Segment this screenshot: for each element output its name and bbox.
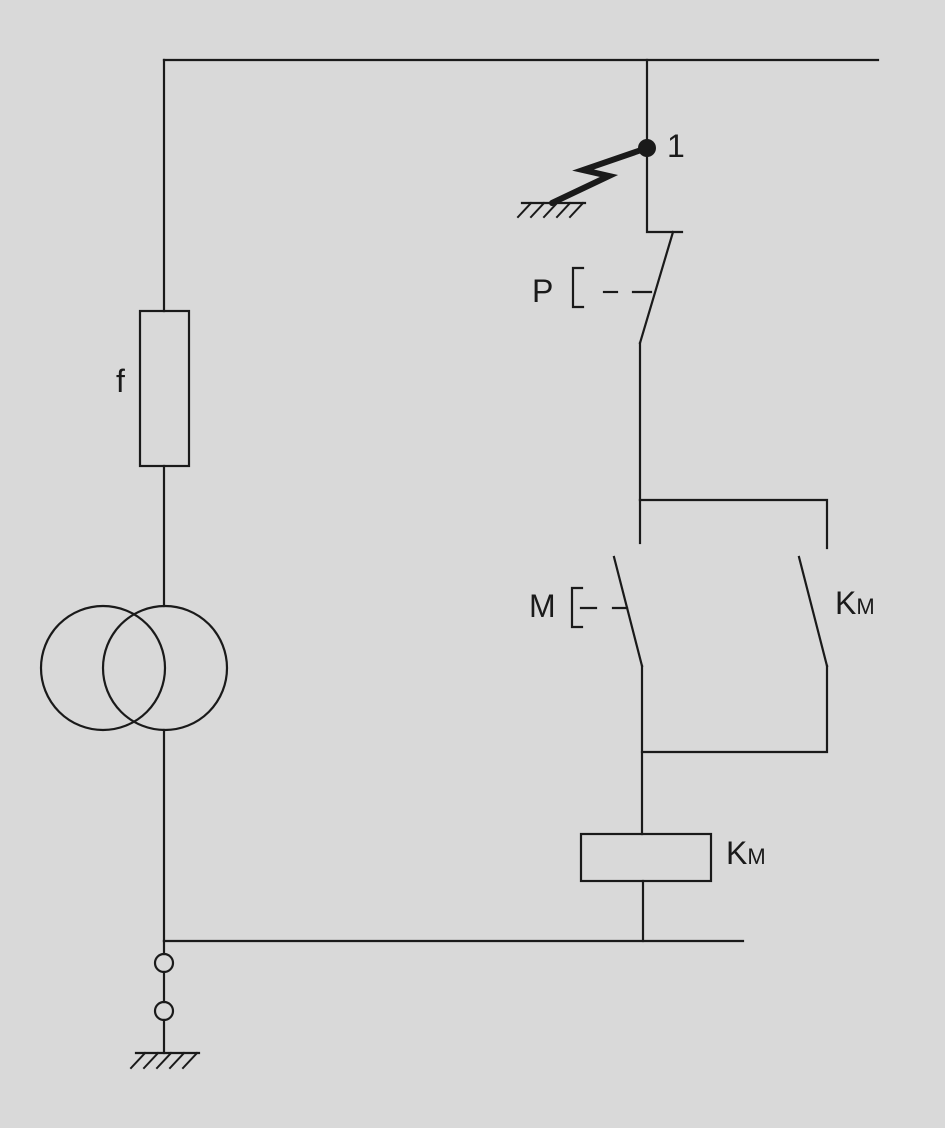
stop-contact-blade bbox=[638, 230, 675, 345]
earth-terminal-2 bbox=[153, 1000, 175, 1022]
stop-pushbutton bbox=[571, 230, 675, 345]
start-pushbutton bbox=[570, 555, 644, 668]
earth-terminal-1 bbox=[153, 952, 175, 974]
start-button-label: M bbox=[529, 588, 556, 624]
node-to-stop-wire bbox=[645, 146, 684, 234]
earth-fault-symbol bbox=[516, 145, 650, 219]
contactor-coil-label: KM bbox=[726, 835, 766, 871]
fuse-label: f bbox=[116, 363, 125, 399]
fuse bbox=[138, 309, 191, 468]
stop-button-bracket bbox=[571, 266, 585, 309]
node-1-label: 1 bbox=[667, 128, 685, 164]
holding-contact-blade bbox=[797, 555, 829, 668]
start-contact-blade bbox=[612, 555, 644, 668]
parallel-branch-bottom bbox=[640, 664, 829, 754]
stop-button-label: P bbox=[532, 273, 553, 309]
ground-symbol-bottom bbox=[129, 1051, 201, 1070]
transformer-primary-winding bbox=[39, 604, 167, 732]
earth-link bbox=[153, 939, 175, 1055]
parallel-branch-top bbox=[638, 498, 829, 550]
holding-contact-label: KM bbox=[835, 585, 875, 621]
transformer bbox=[39, 604, 229, 732]
contactor-coil bbox=[579, 832, 713, 883]
start-button-bracket bbox=[570, 586, 584, 629]
